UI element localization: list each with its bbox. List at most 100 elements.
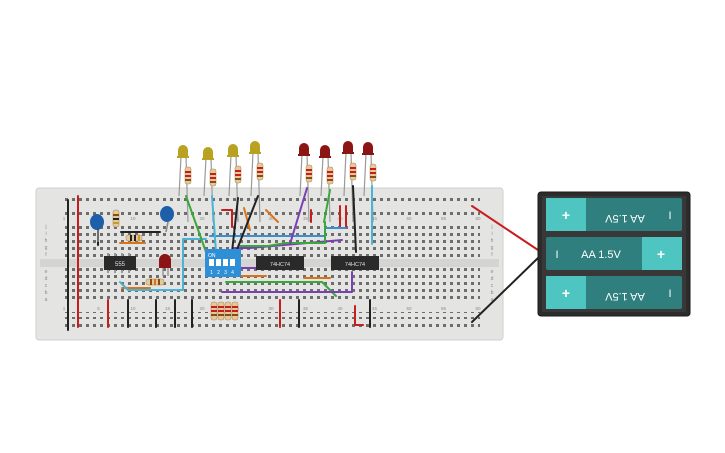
battery-pack: + AA 1.5V I I AA 1.5V + + AA 1.5V I (537, 191, 691, 317)
resistor (256, 162, 264, 181)
row-letter: a (491, 297, 494, 303)
row-letter: d (45, 276, 48, 282)
column-number: 15 (165, 306, 171, 311)
column-number: 35 (303, 306, 309, 311)
column-number: 20 (199, 216, 205, 221)
ceramic-capacitor (160, 206, 174, 222)
row-letter: j (44, 224, 46, 230)
wire-cyan (211, 195, 217, 253)
ceramic-capacitor (90, 214, 104, 230)
dip-toggle-3[interactable] (223, 259, 228, 266)
row-letter: f (45, 252, 47, 258)
dip-number: 4 (231, 270, 234, 276)
wire-green (323, 189, 331, 223)
battery-label: AA 1.5V (581, 249, 621, 261)
row-letter: c (45, 283, 48, 289)
led-yellow (177, 145, 192, 223)
row-letter: h (491, 238, 494, 244)
wire-battery-plus (471, 205, 539, 251)
dip-switch[interactable]: ON 1 2 3 4 (205, 249, 241, 277)
led-yellow (249, 141, 264, 223)
wire-black (235, 195, 259, 253)
row-letter: c (491, 283, 494, 289)
led-red (342, 141, 357, 223)
battery-minus: I (668, 210, 671, 222)
wire-purple (221, 271, 353, 293)
terminal-strip-top (62, 223, 480, 258)
column-number: 20 (199, 306, 205, 311)
column-number: 10 (130, 216, 136, 221)
column-number: 1 (63, 306, 66, 311)
row-letter: e (45, 269, 48, 275)
battery-2: I AA 1.5V + (546, 237, 682, 270)
led-red-small (159, 254, 171, 276)
battery-3: + AA 1.5V I (546, 276, 682, 309)
row-letter: h (45, 238, 48, 244)
row-letter: i (491, 231, 492, 237)
row-letter: g (45, 245, 48, 251)
resistor (184, 166, 192, 185)
wire-orange (243, 207, 251, 231)
resistor (349, 162, 357, 181)
dip-toggle-2[interactable] (216, 259, 221, 266)
dip-toggle-4[interactable] (230, 259, 235, 266)
bottom-power-rail-2 (62, 322, 480, 329)
column-number: 60 (475, 216, 481, 221)
wire-green (239, 221, 326, 247)
row-letter: e (491, 269, 494, 275)
column-number: 1 (63, 216, 66, 221)
dip-number: 3 (224, 270, 227, 276)
battery-label: AA 1.5V (604, 212, 644, 224)
column-number: 55 (441, 216, 447, 221)
resistor (217, 301, 225, 321)
wire-purple (289, 187, 308, 245)
battery-minus: I (555, 249, 558, 261)
resistor (145, 278, 165, 286)
column-number: 30 (268, 306, 274, 311)
resistor (231, 301, 239, 321)
column-number: 50 (406, 306, 412, 311)
wire-orange (265, 209, 279, 223)
wire-red (221, 209, 233, 228)
ic-label: 74HC74 (270, 262, 290, 268)
resistor (112, 209, 120, 228)
column-number: 55 (441, 306, 447, 311)
resistor (125, 234, 143, 242)
wire-black (352, 185, 357, 253)
column-number: 25 (234, 216, 240, 221)
row-letter: g (491, 245, 494, 251)
wire-battery-minus (471, 257, 539, 323)
wire-cyan (119, 238, 207, 291)
battery-1: + AA 1.5V I (546, 198, 682, 231)
top-power-rail-1 (62, 198, 480, 205)
led-yellow (202, 147, 217, 223)
battery-label: AA 1.5V (604, 290, 644, 302)
column-number: 5 (97, 306, 100, 311)
bottom-power-rail-1 (62, 312, 480, 319)
dip-on-label: ON (208, 253, 216, 259)
indicator-leds (177, 141, 377, 253)
resistor (369, 163, 377, 182)
ic-74hc74-b-chip: 74HC74 (331, 256, 379, 270)
terminal-strip-bottom (62, 268, 480, 303)
row-letter: f (491, 252, 493, 258)
row-letter: b (45, 290, 48, 296)
row-letter: d (491, 276, 494, 282)
resistor (209, 168, 217, 187)
column-number: 30 (268, 216, 274, 221)
resistor (326, 166, 334, 185)
row-letter: b (491, 290, 494, 296)
top-power-rail-2 (62, 208, 480, 215)
resistor (234, 165, 242, 184)
column-number: 45 (372, 306, 378, 311)
wire-black (231, 197, 239, 253)
led-red (319, 145, 334, 223)
battery-plus: + (562, 207, 570, 223)
ic-label: 555 (115, 262, 126, 268)
dip-toggle-1[interactable] (209, 259, 214, 266)
row-letter: a (45, 297, 48, 303)
battery-plus: + (657, 246, 665, 262)
column-number: 10 (130, 306, 136, 311)
ic-label: 74HC74 (345, 262, 365, 268)
